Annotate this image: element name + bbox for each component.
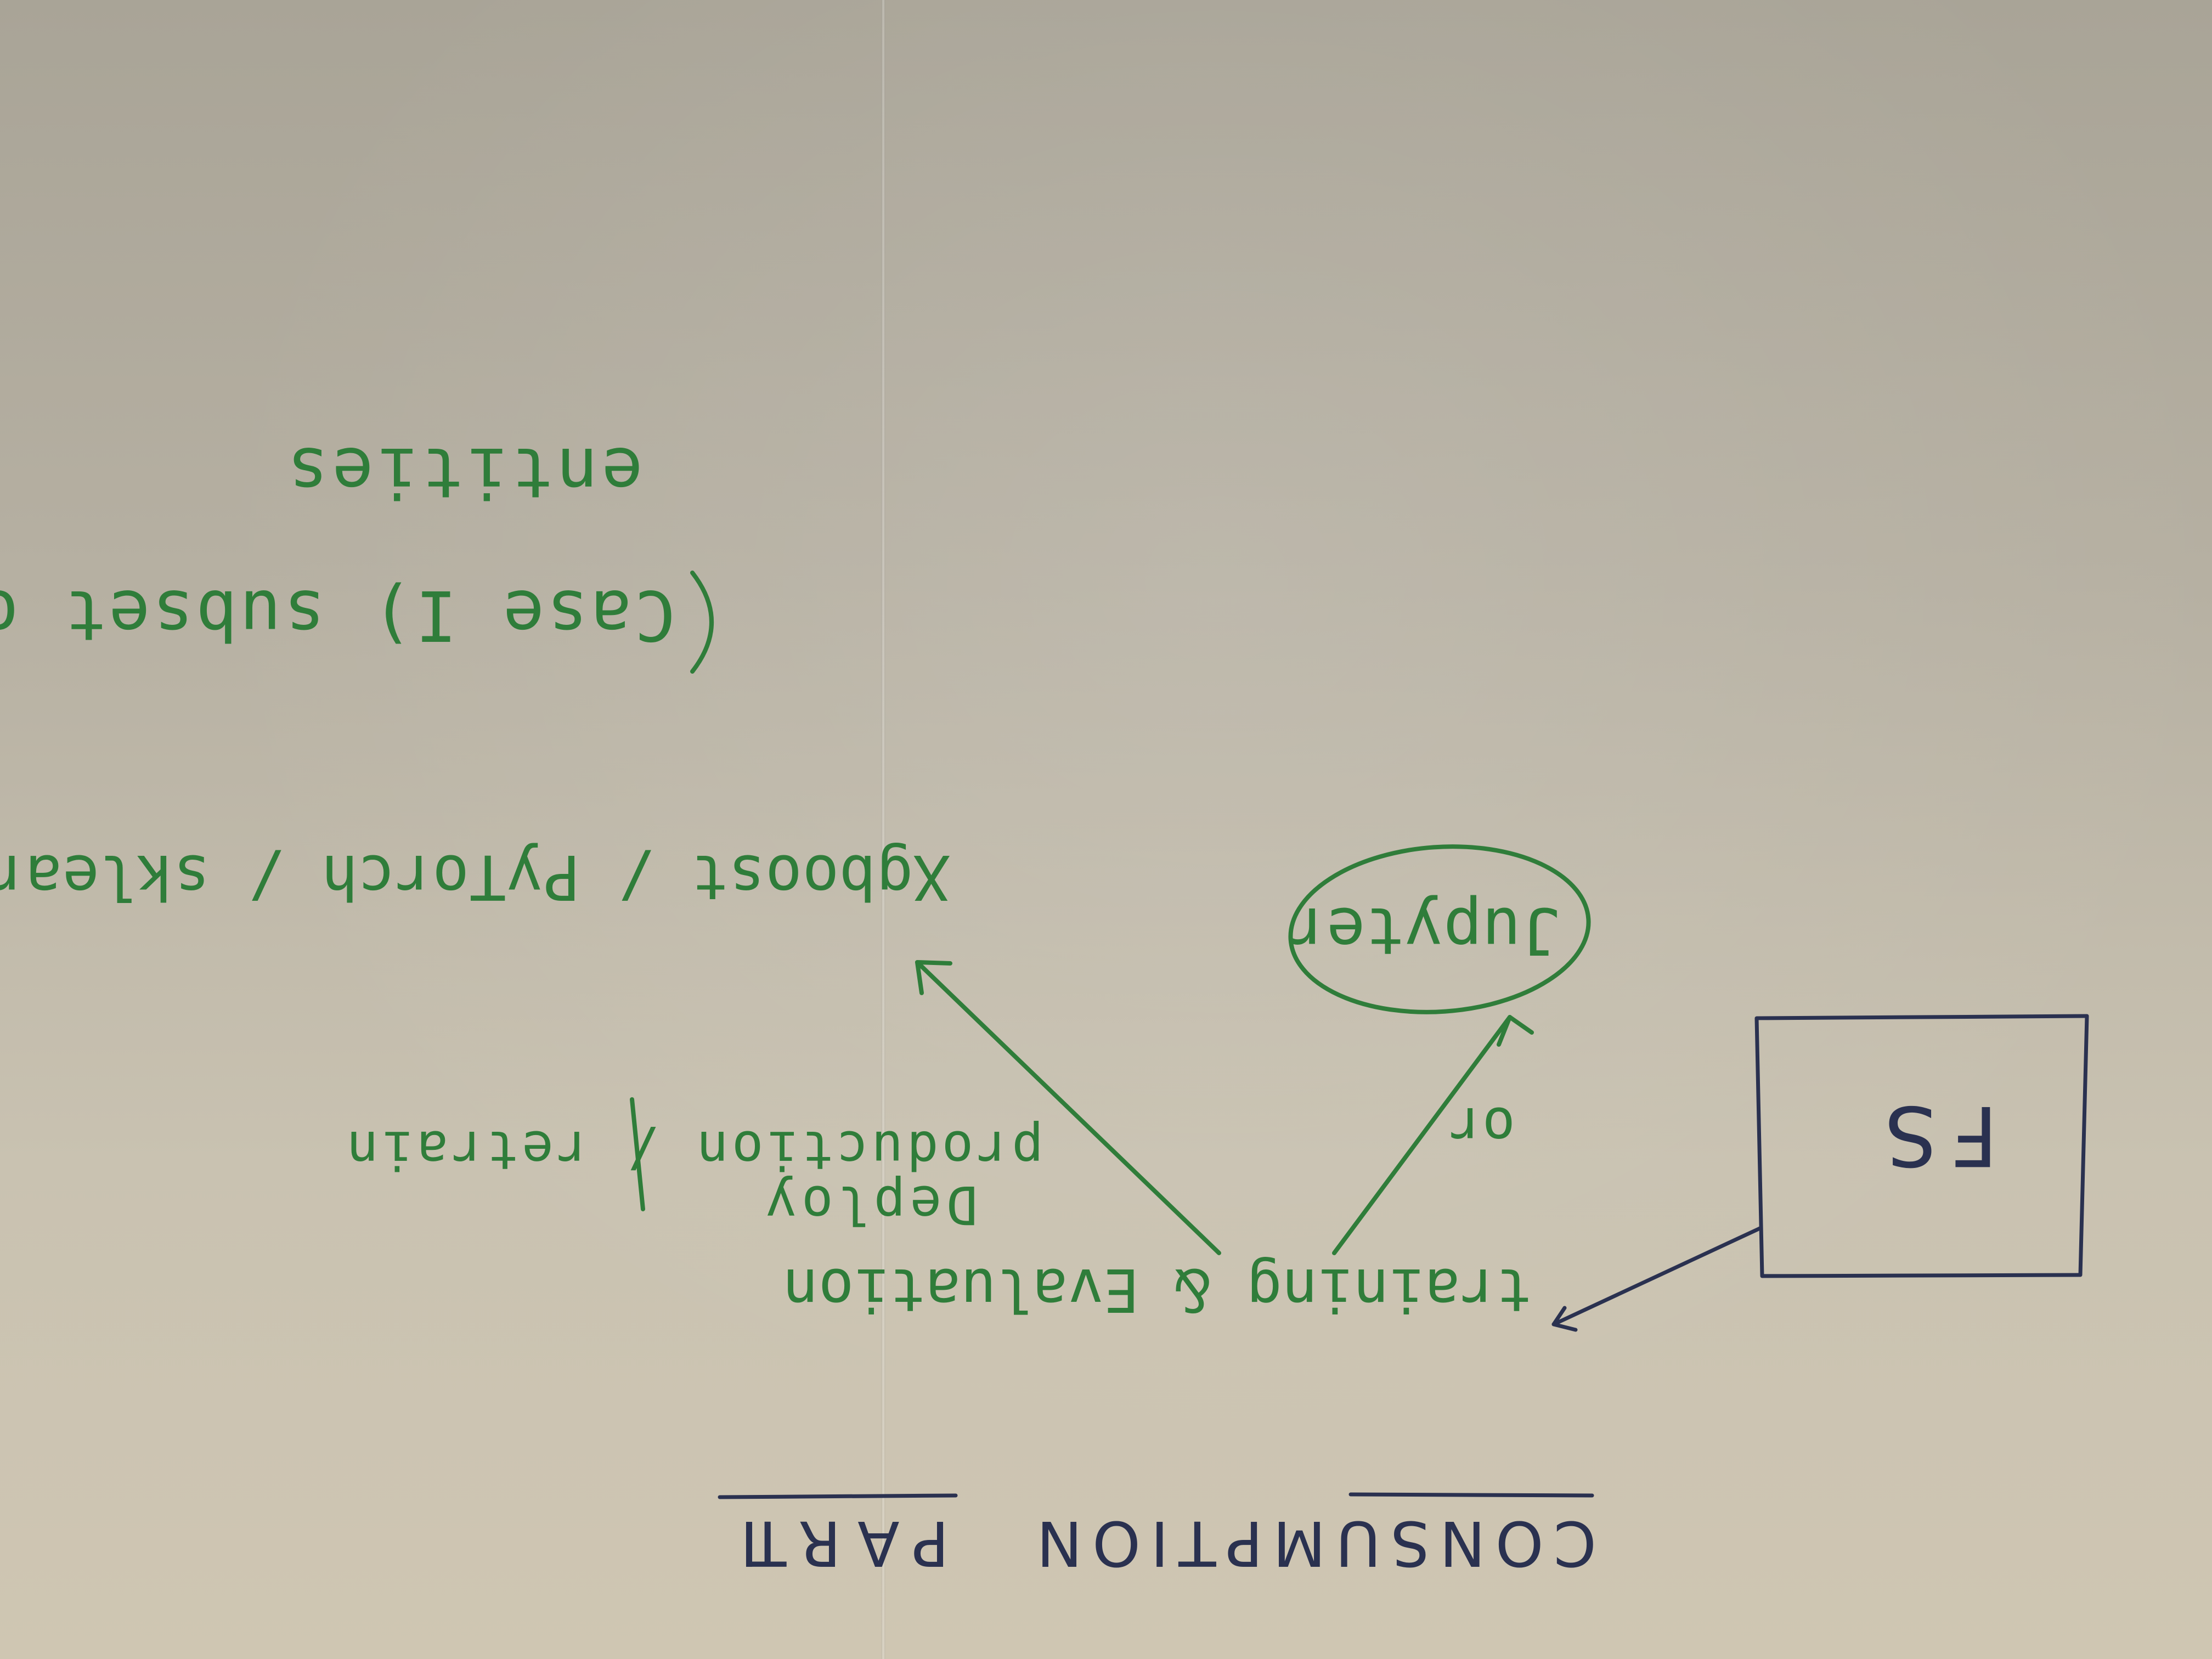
arrow-training-to-libs-head — [915, 960, 952, 995]
training-evaluation-label: training & Evaluation — [782, 1255, 1532, 1324]
jupyter-label: Jupyter — [1287, 893, 1560, 969]
arrow-training-to-jupyter — [1332, 1015, 1512, 1255]
slash-divider — [630, 1097, 645, 1211]
arrow-training-to-libs — [915, 960, 1221, 1255]
jupyter-ellipse — [1288, 844, 1591, 1014]
arrow-training-to-jupyter-head — [1497, 1015, 1534, 1047]
arrow-fs-to-training-head — [1551, 1306, 1578, 1332]
fs-box-outline — [1754, 1014, 2089, 1278]
paper-fold-line — [881, 0, 885, 1659]
deploy-label: Deploy — [761, 1174, 978, 1235]
or-label: or — [1449, 1095, 1515, 1159]
case-note-line-1: Case I) subset of features across all — [0, 575, 676, 656]
production-retrain-label: production / retrain — [343, 1119, 1043, 1181]
libraries-label: Xgboost / PyTorch / sklear — [0, 841, 950, 912]
arrow-fs-to-training — [1551, 1226, 1763, 1327]
fs-label: FS — [1869, 1087, 1998, 1183]
case-paren — [690, 571, 714, 674]
underline-right — [718, 1493, 958, 1499]
underline-left — [1348, 1492, 1594, 1498]
case-note-line-2: entities — [284, 432, 643, 513]
